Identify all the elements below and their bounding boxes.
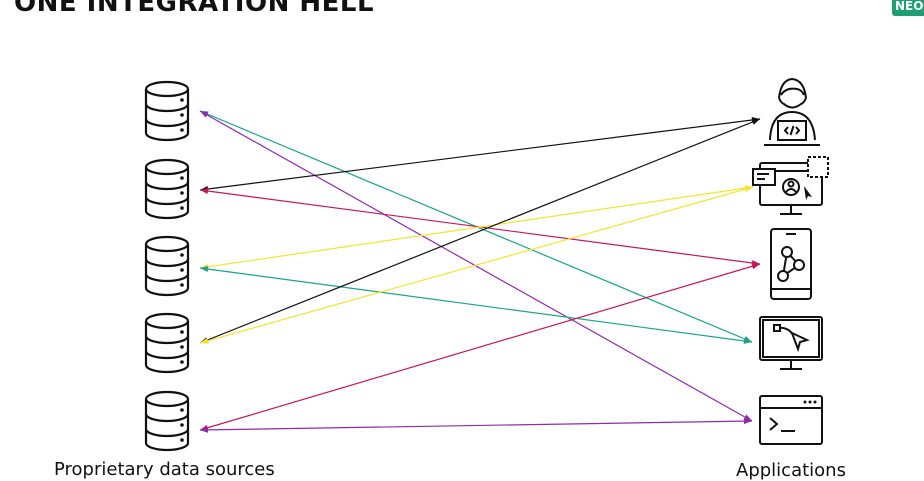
- arrowhead: [200, 188, 209, 195]
- applications-label: Applications: [736, 460, 846, 481]
- database-icon: [144, 312, 190, 374]
- database-icon: [144, 80, 190, 142]
- connection-line: [199, 267, 753, 343]
- database-icon: [144, 158, 190, 220]
- connection-line: [199, 186, 754, 344]
- arrowhead: [200, 266, 209, 273]
- brand-logo: NEO: [892, 0, 924, 16]
- mobile-graph-app-icon: [770, 228, 812, 300]
- arrowhead: [200, 337, 209, 344]
- arrowhead: [743, 337, 752, 344]
- database-icon: [144, 235, 190, 297]
- connection-lines: [199, 110, 761, 433]
- arrowhead: [200, 426, 209, 433]
- connection-line: [199, 186, 754, 269]
- data-sources-label: Proprietary data sources: [54, 459, 275, 480]
- application-icons: [752, 77, 829, 445]
- arrowhead: [744, 186, 753, 193]
- connection-line: [199, 118, 761, 191]
- arrowhead: [751, 263, 760, 270]
- arrowhead: [200, 111, 209, 118]
- developer-laptop-icon: [764, 77, 820, 146]
- web-user-interface-icon: [752, 156, 829, 215]
- connection-line: [199, 263, 761, 431]
- connection-line: [199, 110, 753, 422]
- terminal-window-icon: [759, 395, 823, 445]
- data-source-icons: [144, 80, 190, 452]
- slide-title: ONE INTEGRATION HELL: [14, 0, 375, 18]
- database-icon: [144, 390, 190, 452]
- connection-line: [199, 118, 761, 344]
- arrowhead: [743, 418, 752, 425]
- brand-logo-text: NEO: [895, 0, 924, 13]
- design-tool-monitor-icon: [759, 316, 823, 370]
- connection-line: [199, 420, 753, 431]
- arrowhead: [751, 119, 760, 125]
